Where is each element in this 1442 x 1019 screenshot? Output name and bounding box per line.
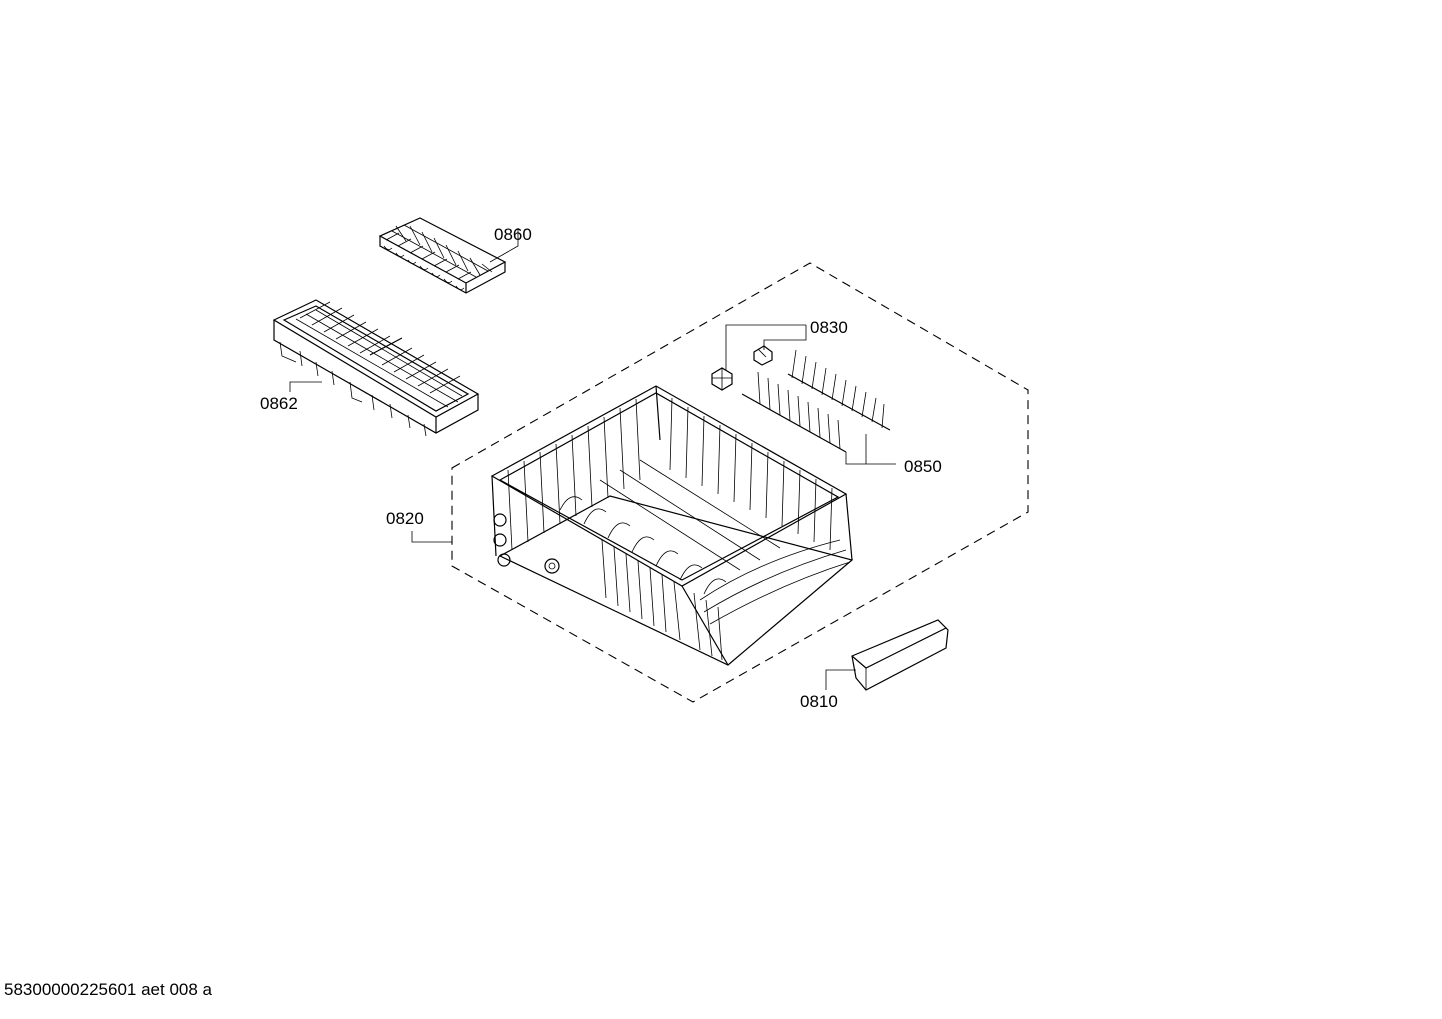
leader-line-0830 [725,324,806,370]
part-label-0830[interactable]: 0830 [810,318,848,337]
part-label-0820[interactable]: 0820 [386,509,424,528]
leader-line-0862 [289,381,322,392]
leader-line-0830-b [763,325,807,350]
part-0830-clip-right[interactable] [753,345,773,366]
leader-line-0860 [489,228,519,263]
part-label-0810[interactable]: 0810 [800,692,838,711]
part-label-0860[interactable]: 0860 [494,225,532,244]
leader-line-0810 [825,669,856,690]
part-label-0862[interactable]: 0862 [260,394,298,413]
part-label-0850[interactable]: 0850 [904,457,942,476]
part-0820-upper-rack[interactable] [490,385,854,666]
part-0860-cutlery-insert[interactable] [378,217,507,294]
drawing-code: 58300000225601 aet 008 a [4,980,212,999]
part-0862-cutlery-basket[interactable] [272,299,480,437]
leader-line-0820 [411,531,452,543]
part-0850-folding-tines[interactable] [741,349,891,453]
part-0830-clip-left[interactable] [711,367,733,391]
assembly-dashed-outline [451,262,1029,703]
part-0810-handle[interactable] [851,619,949,691]
leader-line-0850 [845,452,896,465]
